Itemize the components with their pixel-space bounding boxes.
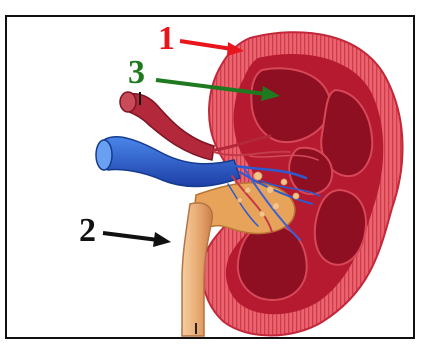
black-arrow-icon <box>103 232 171 247</box>
label-three: 3 <box>128 56 145 90</box>
vein-opening <box>96 140 112 170</box>
artery-opening <box>120 92 136 112</box>
label-two: 2 <box>79 214 96 248</box>
label-one: 1 <box>158 22 175 56</box>
red-arrow-icon <box>180 41 244 56</box>
